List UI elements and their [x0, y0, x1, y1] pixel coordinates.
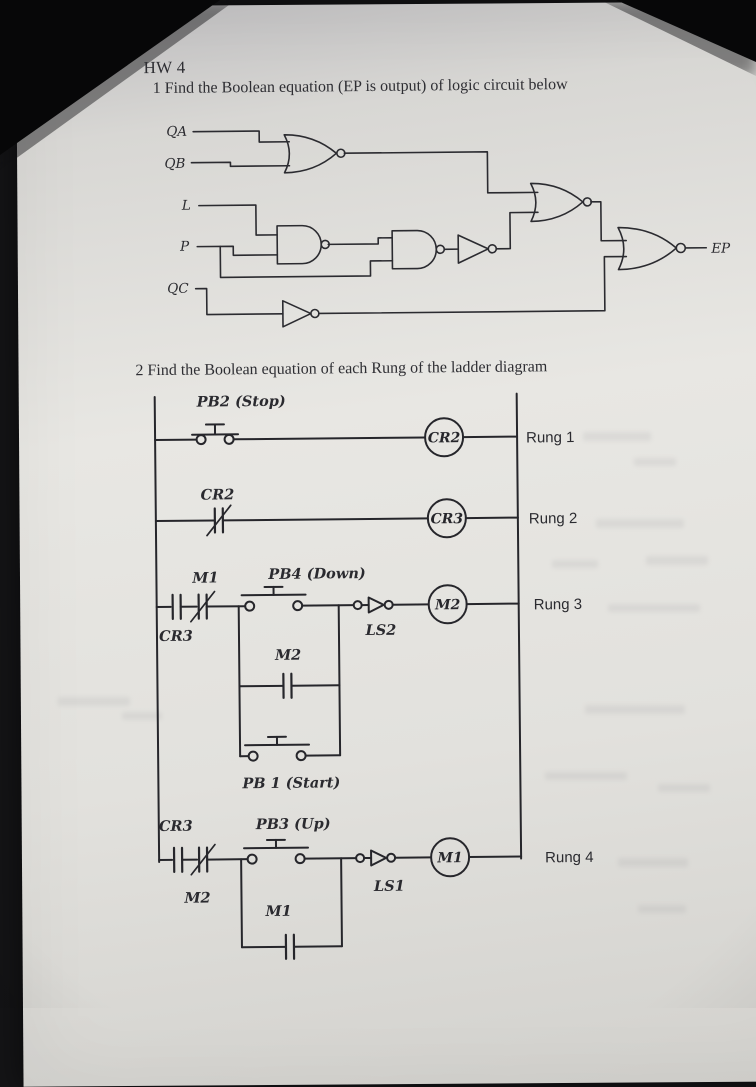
input-label-p: P: [179, 239, 190, 255]
wire-nand1-nand2: [328, 238, 392, 245]
coil-m2-label: M2: [434, 597, 461, 613]
logic-labels: QA QB L P QC EP: [164, 119, 731, 297]
inverter-2-bubble: [311, 309, 319, 317]
label-pb1: PB 1 (Start): [241, 774, 340, 792]
label-cr3-contact-r3: CR3: [159, 628, 193, 645]
rung-1-label: Rung 1: [526, 429, 575, 446]
or-gate-1: [284, 134, 336, 172]
logic-gates: [276, 131, 686, 327]
input-label-l: L: [181, 198, 191, 214]
wire-l: [199, 205, 277, 236]
ls1-terminal: [387, 854, 395, 862]
rung-3: [157, 585, 521, 762]
label-cr2-contact: CR2: [201, 486, 235, 503]
coil-m1-label: M1: [436, 850, 462, 866]
branch-left: [239, 606, 240, 756]
nor-gate-2: [618, 227, 676, 270]
rung-number-labels: Rung 1 Rung 2 Rung 3 Rung 4: [526, 429, 594, 867]
label-pb3: PB3 (Up): [255, 815, 331, 833]
label-ls1: LS1: [373, 878, 405, 895]
nand-gate-2: [392, 230, 436, 268]
pb2-terminal: [225, 435, 234, 444]
branch-right: [339, 605, 340, 755]
nor-gate-1: [531, 183, 583, 221]
pb3-terminal: [296, 854, 305, 863]
branch-left: [241, 859, 242, 947]
label-m2-seal: M2: [274, 647, 301, 664]
nand-gate-1: [277, 225, 321, 263]
label-cr3-contact-r4: CR3: [159, 818, 193, 835]
wire-qa: [193, 131, 289, 143]
ls2-arrow: [369, 597, 384, 612]
nor-gate-2-bubble: [676, 243, 685, 252]
wire-inv2-nor2: [318, 257, 627, 314]
input-label-qc: QC: [167, 281, 189, 297]
rung-2-label: Rung 2: [529, 510, 578, 527]
pb2-terminal: [197, 435, 206, 444]
label-m2-contact-r4: M2: [183, 890, 210, 907]
inverter-1-bubble: [488, 245, 496, 253]
rung-2: [156, 499, 518, 540]
wire-p-branch: [220, 245, 392, 278]
input-label-qa: QA: [166, 124, 187, 140]
ls1-terminal: [356, 854, 364, 862]
label-pb2: PB2 (Stop): [196, 393, 286, 411]
coil-cr3-label: CR3: [431, 511, 464, 527]
rung-3-label: Rung 3: [534, 596, 583, 613]
logic-circuit-diagram: [191, 127, 707, 328]
wire-qb: [191, 162, 289, 167]
wire-p: [197, 246, 277, 256]
wire-or1-nor1: [344, 151, 537, 194]
label-ls2: LS2: [364, 622, 396, 639]
label-m1-seal: M1: [264, 903, 291, 920]
pb4-terminal: [245, 602, 254, 611]
output-label-ep: EP: [710, 241, 731, 257]
input-label-qb: QB: [164, 156, 185, 172]
pb1-terminal: [249, 752, 258, 761]
ladder-component-labels: PB2 (Stop) CR2 M1 CR3 PB4 (Down) LS2 M2 …: [155, 392, 405, 921]
coil-cr2-label: CR2: [428, 430, 461, 446]
inverter-1: [458, 235, 488, 263]
ladder-diagram: [155, 394, 522, 960]
pb4-terminal: [293, 601, 302, 610]
ls1-arrow: [371, 850, 386, 865]
ls2-terminal: [354, 601, 362, 609]
logic-wires: [191, 127, 707, 315]
rung-4: [159, 838, 522, 960]
rung-1: [155, 418, 517, 459]
nand-gate-2-bubble: [436, 245, 444, 253]
coil-labels: CR2 CR3 M2 M1: [428, 430, 467, 866]
wire-qc: [196, 288, 283, 315]
pb1-terminal: [297, 751, 306, 760]
homework-diagrams: QA QB L P QC EP: [0, 0, 756, 1010]
homework-page-content: HW 4 1 Find the Boolean equation (EP is …: [0, 0, 756, 1010]
pb3-terminal: [248, 855, 257, 864]
inverter-2: [283, 301, 311, 327]
rung-4-label: Rung 4: [545, 849, 594, 866]
ls2-terminal: [385, 601, 393, 609]
label-pb4: PB4 (Down): [267, 565, 365, 583]
label-m1-contact: M1: [191, 569, 218, 586]
branch-right: [341, 858, 342, 946]
right-rail: [517, 394, 521, 859]
